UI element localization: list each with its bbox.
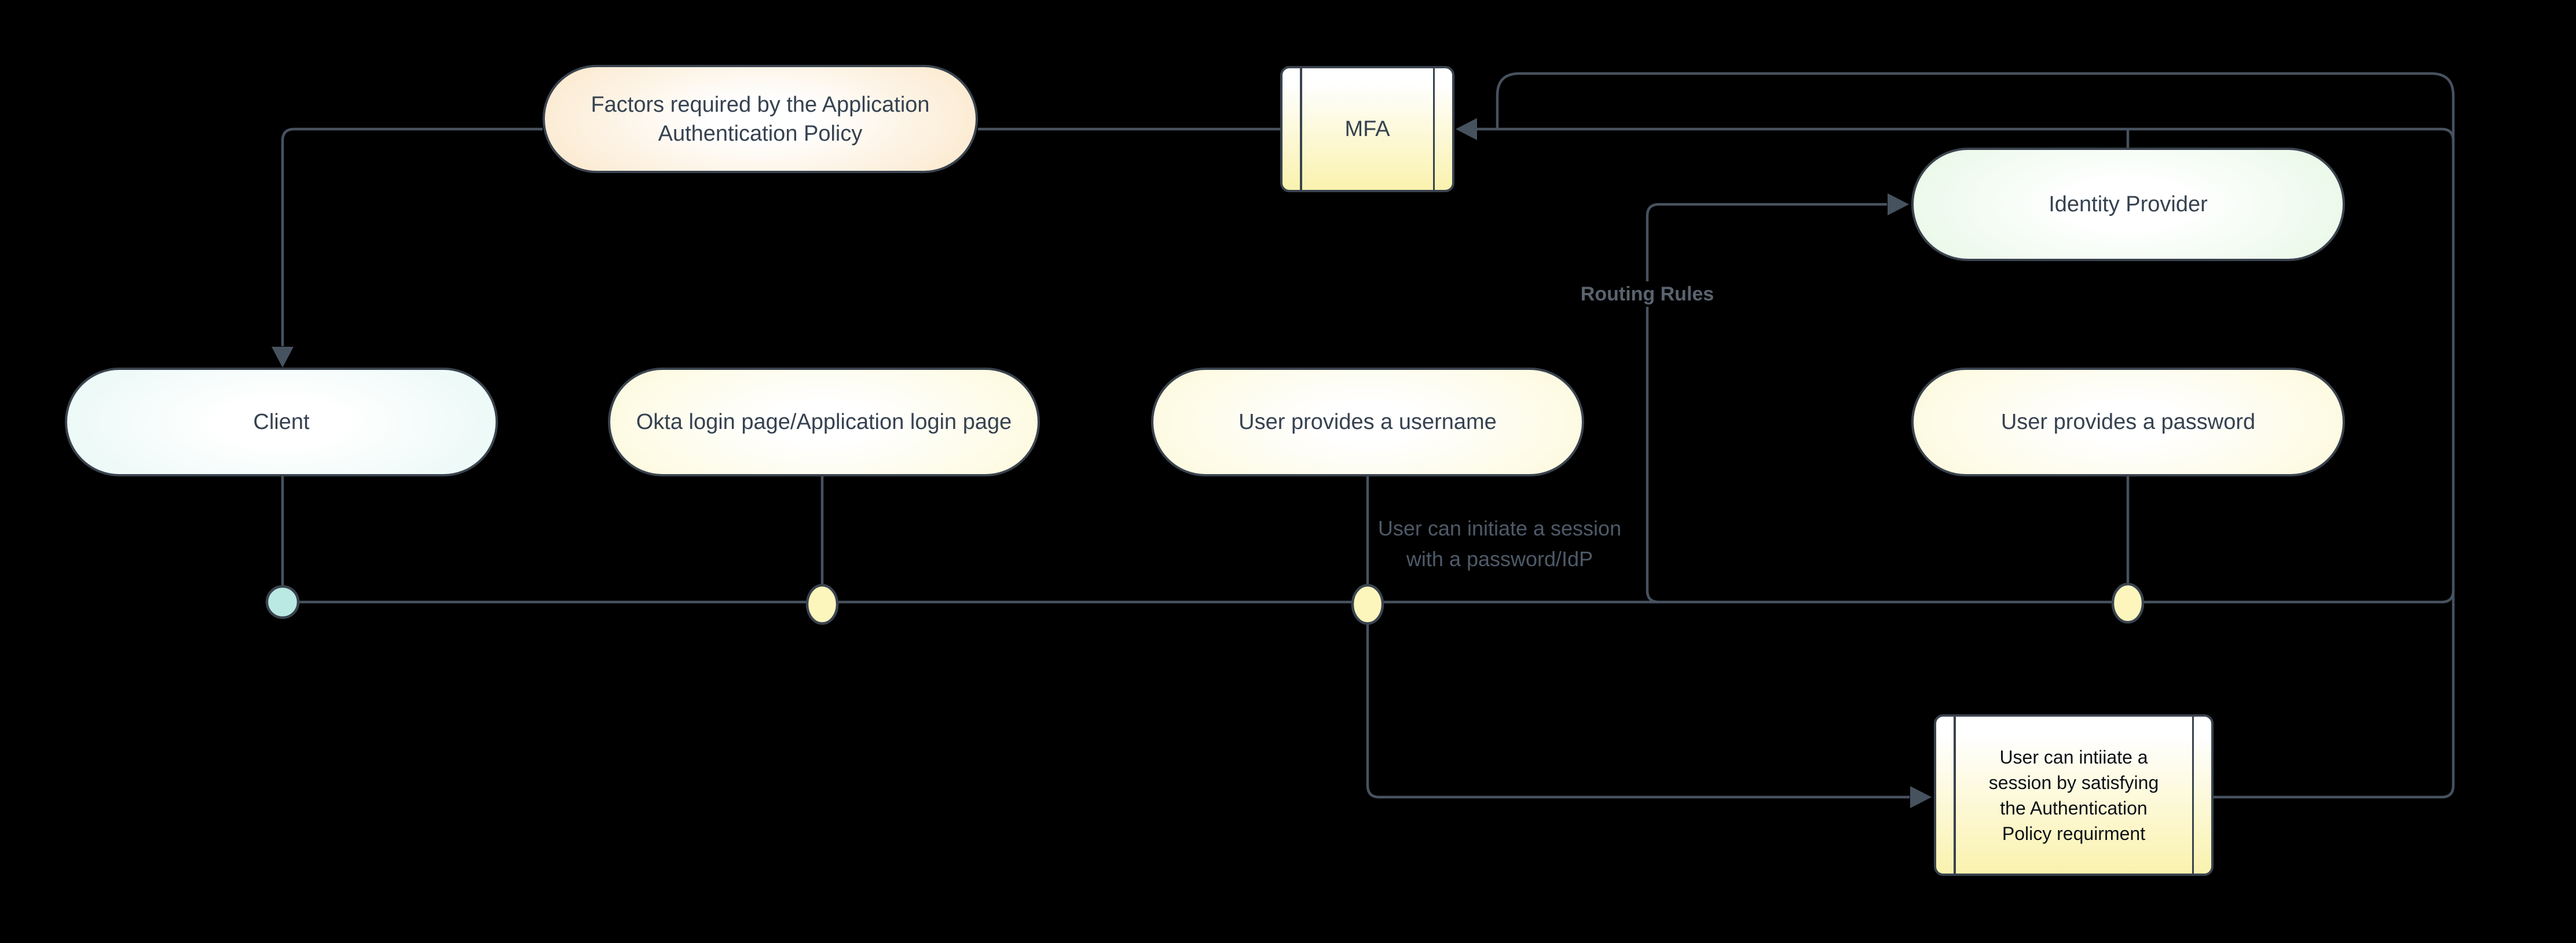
node-okta-login-label: Okta login page/Application login page <box>636 410 1012 434</box>
edge-routing-rules <box>1646 203 1887 604</box>
node-password-label: User provides a password <box>2000 410 2256 434</box>
node-mfa: MFA <box>1280 66 1454 192</box>
node-username-label: User provides a username <box>1238 410 1497 434</box>
node-factors: Factors required by the Application Auth… <box>543 65 978 173</box>
junction-dot-client <box>265 585 300 619</box>
arrowhead-idp-icon <box>1888 193 1909 215</box>
edge-factors-client <box>281 127 543 346</box>
arrowhead-session-icon <box>1910 786 1932 808</box>
junction-dot-username <box>1351 584 1384 625</box>
junction-dot-okta <box>805 584 839 625</box>
junction-dot-password <box>2111 582 2145 624</box>
edge-upper-channel <box>1496 72 2455 141</box>
edge-username-session <box>1366 623 1910 799</box>
arrowhead-client-icon <box>272 347 294 368</box>
node-username: User provides a username <box>1151 368 1584 476</box>
edge-loop-to-mfa <box>1477 127 2455 799</box>
arrowhead-mfa-icon <box>1456 118 1477 140</box>
node-session-label: User can intiiate a session by satisfyin… <box>1988 746 2159 844</box>
node-okta-login: Okta login page/Application login page <box>608 368 1040 476</box>
edge-main-rail <box>299 590 2455 604</box>
node-client-label: Client <box>253 410 310 434</box>
node-mfa-label: MFA <box>1344 117 1390 141</box>
node-factors-label: Factors required by the Application Auth… <box>591 92 930 146</box>
node-identity-provider-label: Identity Provider <box>2049 192 2208 217</box>
edge-label-initiate-session: User can initiate a session with a passw… <box>1377 516 1622 571</box>
node-password: User provides a password <box>1911 368 2345 476</box>
node-client: Client <box>65 368 498 476</box>
node-session: User can intiiate a session by satisfyin… <box>1934 714 2214 876</box>
node-identity-provider: Identity Provider <box>1911 148 2345 261</box>
edge-label-routing-rules: Routing Rules <box>1560 281 1734 307</box>
